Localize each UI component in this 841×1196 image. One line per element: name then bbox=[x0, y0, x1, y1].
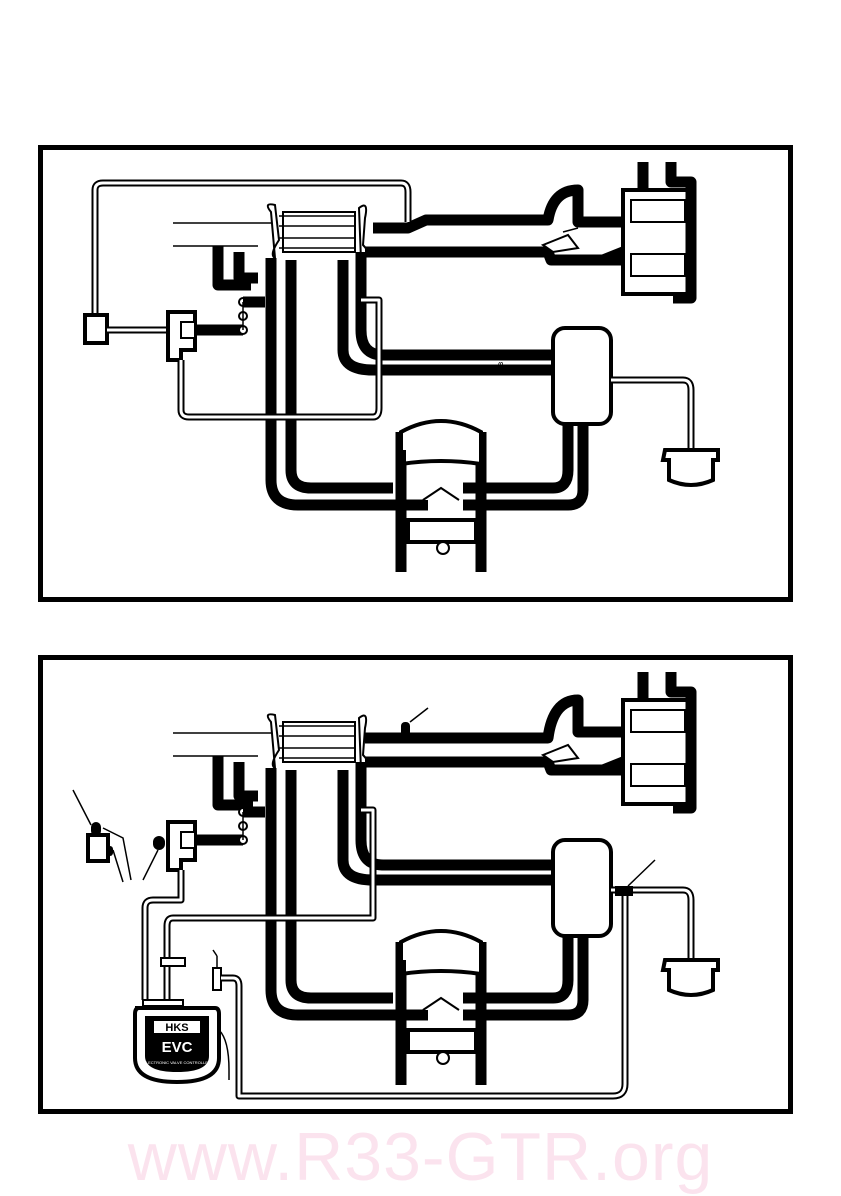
air-filter bbox=[603, 162, 691, 298]
solenoid-valve bbox=[85, 315, 107, 343]
bov bbox=[663, 450, 718, 485]
diagram-stock-svg: ᵩ bbox=[43, 150, 788, 597]
watermark: www.R33-GTR.org bbox=[0, 1118, 841, 1196]
engine-cylinder bbox=[401, 421, 481, 572]
evc-brand-label: HKS bbox=[165, 1022, 188, 1034]
diagram-evc-panel: HKS EVC ELECTRONIC VALVE CONTROLLER bbox=[38, 655, 793, 1114]
engine-cylinder bbox=[401, 931, 481, 1085]
diagram-evc-svg: HKS EVC ELECTRONIC VALVE CONTROLLER bbox=[43, 660, 788, 1109]
turbo-housing bbox=[283, 722, 355, 762]
intercooler bbox=[553, 328, 611, 424]
t-joint bbox=[161, 958, 185, 966]
turbo-housing bbox=[283, 212, 355, 252]
svg-text:ᵩ: ᵩ bbox=[498, 355, 503, 369]
wastegate-actuator bbox=[143, 822, 195, 880]
air-filter bbox=[603, 672, 691, 808]
evc-model-label: EVC bbox=[162, 1039, 193, 1056]
intercooler bbox=[553, 840, 611, 936]
intake-pipe-upper bbox=[173, 204, 528, 260]
restrictor bbox=[213, 950, 221, 990]
diagram-stock-panel: ᵩ bbox=[38, 145, 793, 602]
bov bbox=[663, 960, 718, 995]
piston bbox=[408, 520, 476, 542]
piston bbox=[408, 1030, 476, 1052]
solenoid-valve-evc bbox=[73, 790, 131, 882]
evc-controller: HKS EVC ELECTRONIC VALVE CONTROLLER bbox=[135, 1000, 229, 1082]
evc-caption-label: ELECTRONIC VALVE CONTROLLER bbox=[143, 1060, 211, 1065]
